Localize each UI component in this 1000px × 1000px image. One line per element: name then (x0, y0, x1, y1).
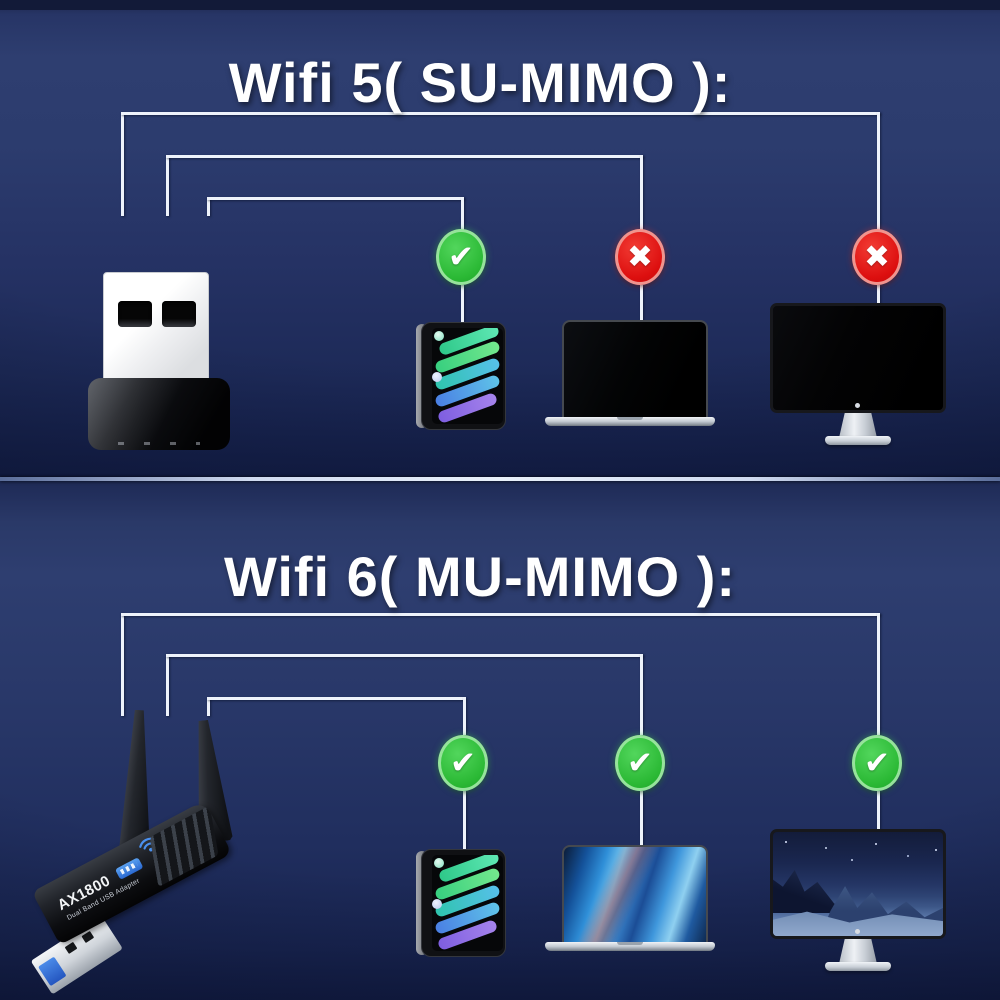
wifi6-outer-bracket-left (121, 613, 124, 716)
wifi5-outer-bracket-right (877, 112, 880, 230)
wifi6-inner-bracket-top (207, 697, 464, 700)
tablet-device (416, 322, 506, 430)
wifi6-middle-bracket-top (166, 654, 643, 657)
wifi5-middle-bracket-top (166, 155, 643, 158)
cross-glyph: ✖ (627, 238, 653, 275)
usb-plug (103, 272, 209, 380)
wifi5-outer-bracket-top (121, 112, 880, 115)
vent-slats (149, 805, 219, 887)
speed-badge (114, 857, 144, 880)
laptop-base (545, 942, 715, 951)
check-glyph: ✔ (448, 238, 474, 275)
check-glyph: ✔ (450, 744, 476, 781)
wifi6-outer-bracket-right (877, 613, 880, 735)
wifi5-inner-bracket-left (207, 197, 210, 216)
check-circle-icon: ✔ (438, 735, 488, 791)
check-circle-icon: ✔ (852, 735, 902, 791)
monitor-stand-neck (839, 939, 877, 964)
wifi6-middle-bracket-left (166, 654, 169, 716)
monitor-logo-dot (855, 929, 860, 934)
monitor-screen (770, 829, 946, 939)
laptop-device (545, 845, 715, 953)
laptop-screen (562, 320, 708, 419)
wifi6-middle-bracket-right (640, 654, 643, 735)
check-glyph: ✔ (627, 744, 653, 781)
adapter-body (88, 378, 230, 450)
wifi6-inner-bracket-drop (463, 791, 466, 850)
wifi5-middle-bracket-left (166, 155, 169, 216)
wifi5-inner-bracket-right (461, 197, 464, 230)
monitor-stand-neck (839, 413, 877, 438)
cross-circle-icon: ✖ (615, 229, 665, 285)
wifi5-usb-adapter (86, 270, 232, 450)
wifi6-inner-bracket-right (463, 697, 466, 735)
tablet-device (416, 849, 506, 957)
ribbon-dot (434, 858, 444, 868)
wifi6-usb-adapter: AX1800 Dual Band USB Adapter (10, 690, 300, 1000)
laptop-screen (562, 845, 708, 944)
wallpaper-streak (564, 847, 706, 942)
check-glyph: ✔ (864, 744, 890, 781)
wifi5-middle-bracket-drop (640, 285, 643, 322)
wifi5-outer-bracket-left (121, 112, 124, 216)
monitor-stand-base (825, 962, 891, 971)
check-circle-icon: ✔ (436, 229, 486, 285)
cross-circle-icon: ✖ (852, 229, 902, 285)
top-dark-band (0, 0, 1000, 10)
ribbon-dot (434, 331, 444, 341)
wallpaper-stars (785, 841, 787, 843)
section-divider (0, 477, 1000, 481)
monitor-stand-base (825, 436, 891, 445)
cross-glyph: ✖ (864, 238, 890, 275)
tablet-screen (432, 328, 503, 424)
monitor-logo-dot (855, 403, 860, 408)
wifi5-middle-bracket-right (640, 155, 643, 230)
laptop-device (545, 320, 715, 426)
usb-plug-slot (81, 930, 95, 944)
wifi6-outer-bracket-drop (877, 791, 880, 832)
wifi5-outer-bracket-drop (877, 285, 880, 306)
usb-plug-hole (162, 301, 196, 327)
gloss-highlight (88, 378, 230, 450)
monitor-screen (770, 303, 946, 413)
monitor-device (770, 829, 946, 971)
wifi6-title: Wifi 6( MU-MIMO ): (223, 544, 737, 608)
laptop-base (545, 417, 715, 426)
wifi6-inner-bracket-left (207, 697, 210, 716)
wifi5-inner-bracket-top (207, 197, 464, 200)
wifi5-title: Wifi 5( SU-MIMO ): (228, 50, 732, 114)
tablet-body (421, 849, 506, 957)
vent-marks (118, 442, 200, 445)
monitor-device (770, 303, 946, 445)
tablet-body (421, 322, 506, 430)
ribbon-dot (432, 899, 442, 909)
wallpaper-mountain-ridge (773, 870, 872, 914)
tablet-screen (432, 855, 503, 951)
usb-plug-slot (64, 941, 78, 954)
ribbon-dot (432, 372, 442, 382)
usb-plug-hole (118, 301, 152, 327)
wifi5-inner-bracket-drop (461, 285, 464, 323)
wifi6-middle-bracket-drop (640, 791, 643, 847)
adapter-body: AX1800 Dual Band USB Adapter (31, 800, 233, 945)
wifi6-outer-bracket-top (121, 613, 880, 616)
check-circle-icon: ✔ (615, 735, 665, 791)
